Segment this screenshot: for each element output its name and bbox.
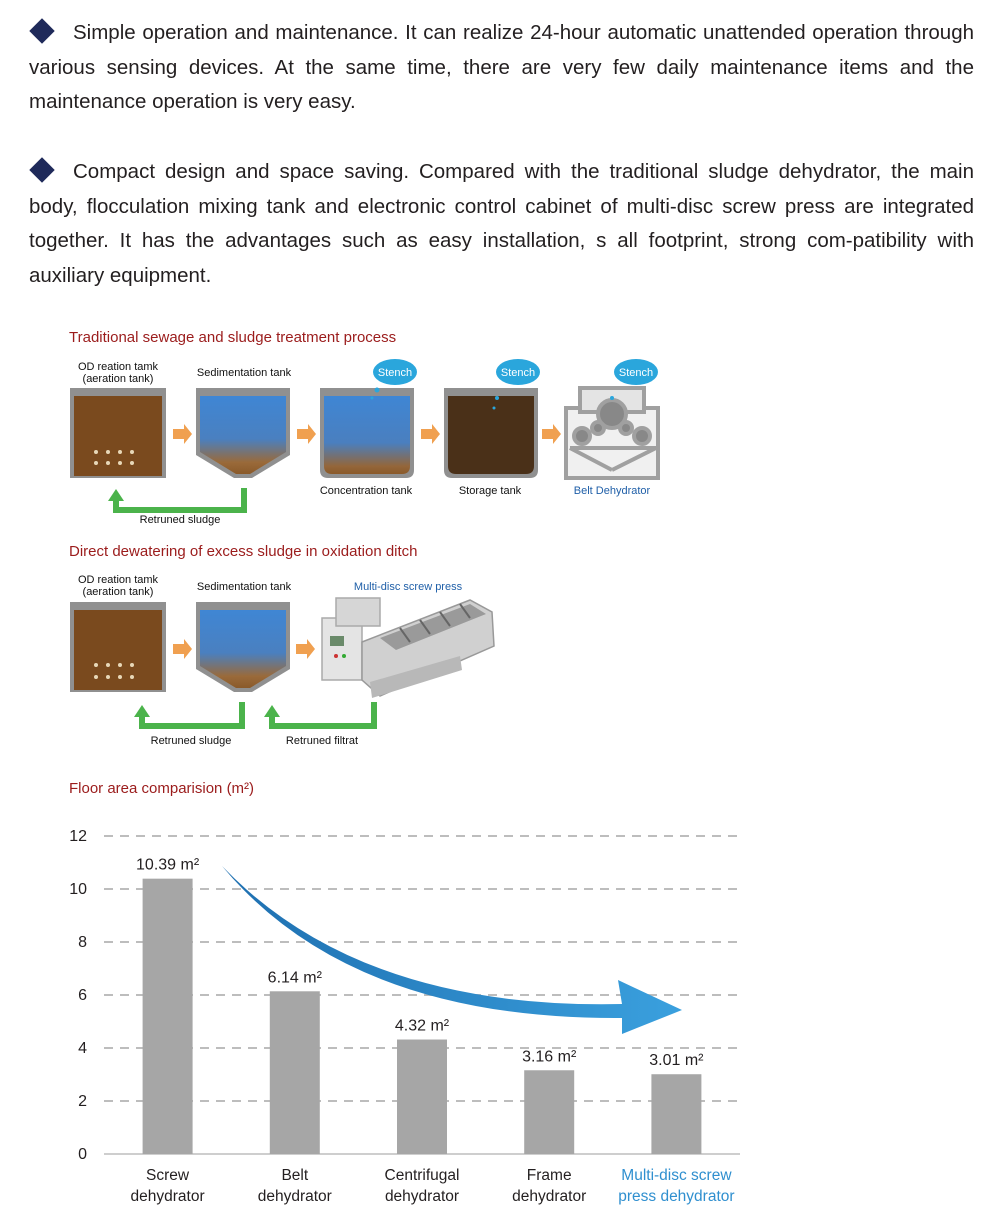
chart-title: Floor area comparision (m²) xyxy=(69,780,255,797)
y-tick-label: 8 xyxy=(78,934,87,951)
bar xyxy=(651,1074,702,1154)
bar xyxy=(524,1070,575,1154)
y-tick-label: 4 xyxy=(78,1040,87,1057)
x-tick-label: Frame xyxy=(527,1167,572,1184)
p1-tank3-label: Concentration tank xyxy=(319,485,413,497)
bar xyxy=(142,878,193,1154)
p1-tank5-label: Belt Dehydrator xyxy=(573,485,651,497)
bar-value-label: 10.39 m² xyxy=(136,857,200,874)
p2-tank1-name: OD reation tamk xyxy=(77,574,159,586)
x-tick-label: dehydrator xyxy=(131,1188,205,1205)
x-tick-label: Screw xyxy=(146,1167,190,1184)
p2-returned-sludge-label: Retruned sludge xyxy=(150,735,232,747)
p1-tank1-name: OD reation tamk xyxy=(77,361,159,373)
x-tick-label: press dehydrator xyxy=(618,1188,734,1205)
x-tick-label: dehydrator xyxy=(512,1188,586,1205)
p2-tank1-sub: (aeration tank) xyxy=(82,586,154,598)
paragraph-1-text: Simple operation and maintenance. It can… xyxy=(29,21,974,113)
paragraph-1: Simple operation and maintenance. It can… xyxy=(29,16,974,120)
x-tick-label: Centrifugal xyxy=(385,1167,460,1184)
p2-returned-filtrate-label: Retruned filtrat xyxy=(285,735,359,747)
y-tick-label: 10 xyxy=(69,881,87,898)
downward-trend-arrow-icon xyxy=(222,866,682,1034)
x-tick-label: dehydrator xyxy=(258,1188,332,1205)
x-tick-label: Multi-disc screw xyxy=(621,1167,732,1184)
p1-tank4-label: Storage tank xyxy=(458,485,522,497)
bar xyxy=(397,1039,447,1154)
p1-tank1-sub: (aeration tank) xyxy=(82,373,154,385)
bar-value-label: 3.16 m² xyxy=(522,1048,577,1065)
y-tick-label: 0 xyxy=(78,1146,87,1163)
p1-tank1-label: OD reation tamk (aeration tank) xyxy=(70,361,166,385)
bar-value-label: 3.01 m² xyxy=(649,1052,704,1069)
x-tick-label: Belt xyxy=(281,1167,308,1184)
y-tick-label: 12 xyxy=(69,828,87,845)
p2-tank1-label: OD reation tamk (aeration tank) xyxy=(70,574,166,598)
paragraph-2-text: Compact design and space saving. Compare… xyxy=(29,160,974,287)
bar-value-label: 6.14 m² xyxy=(268,969,323,986)
x-tick-label: dehydrator xyxy=(385,1188,459,1205)
p1-returned-label: Retruned sludge xyxy=(139,514,221,526)
process2-title: Direct dewatering of excess sludge in ox… xyxy=(69,543,418,560)
process1-title: Traditional sewage and sludge treatment … xyxy=(69,329,397,346)
paragraph-2: Compact design and space saving. Compare… xyxy=(29,155,974,293)
bar xyxy=(269,991,320,1154)
p2-tank2-label: Sedimentation tank xyxy=(196,581,292,593)
y-tick-label: 6 xyxy=(78,987,87,1004)
y-tick-label: 2 xyxy=(78,1093,87,1110)
bar-value-label: 4.32 m² xyxy=(395,1018,450,1035)
p1-tank2-label: Sedimentation tank xyxy=(196,367,292,379)
p2-machine-label: Multi-disc screw press xyxy=(353,581,463,593)
